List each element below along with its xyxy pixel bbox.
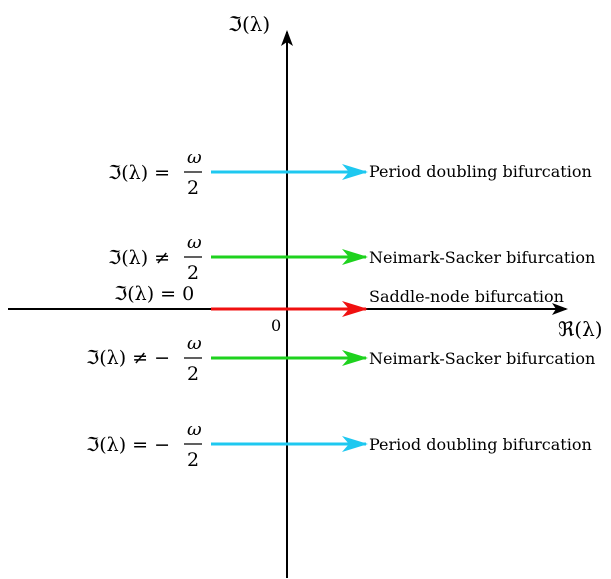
real-axis-label: ℜ(λ) — [558, 317, 603, 341]
row-period-doubling-positive: ℑ(λ) = ω 2 Period doubling bifurcation — [108, 147, 592, 199]
condition-label: ℑ(λ) ≠ − — [86, 347, 170, 369]
row-neimark-sacker-negative: ℑ(λ) ≠ − ω 2 Neimark-Sacker bifurcation — [86, 333, 595, 385]
fraction-numerator: ω — [187, 232, 202, 253]
fraction-numerator: ω — [187, 419, 202, 440]
imaginary-axis-label: ℑ(λ) — [228, 12, 270, 36]
fraction-denominator: 2 — [187, 363, 199, 385]
fraction-numerator: ω — [187, 333, 202, 354]
fraction-denominator: 2 — [187, 177, 199, 199]
fraction-numerator: ω — [187, 147, 202, 168]
condition-label: ℑ(λ) = — [108, 162, 170, 184]
bifurcation-label: Neimark-Sacker bifurcation — [369, 349, 595, 368]
bifurcation-label: Period doubling bifurcation — [369, 162, 592, 181]
row-period-doubling-negative: ℑ(λ) = − ω 2 Period doubling bifurcation — [86, 419, 592, 471]
bifurcation-label: Saddle-node bifurcation — [369, 287, 564, 306]
row-saddle-node: ℑ(λ) = 0 Saddle-node bifurcation — [114, 283, 564, 317]
bifurcation-label: Period doubling bifurcation — [369, 435, 592, 454]
origin-label: 0 — [271, 316, 281, 335]
fraction-denominator: 2 — [187, 262, 199, 284]
row-neimark-sacker-positive: ℑ(λ) ≠ ω 2 Neimark-Sacker bifurcation — [108, 232, 595, 284]
fraction-denominator: 2 — [187, 449, 199, 471]
bifurcation-label: Neimark-Sacker bifurcation — [369, 248, 595, 267]
condition-label: ℑ(λ) ≠ — [108, 247, 170, 269]
condition-label: ℑ(λ) = 0 — [114, 283, 194, 305]
condition-label: ℑ(λ) = − — [86, 434, 170, 456]
